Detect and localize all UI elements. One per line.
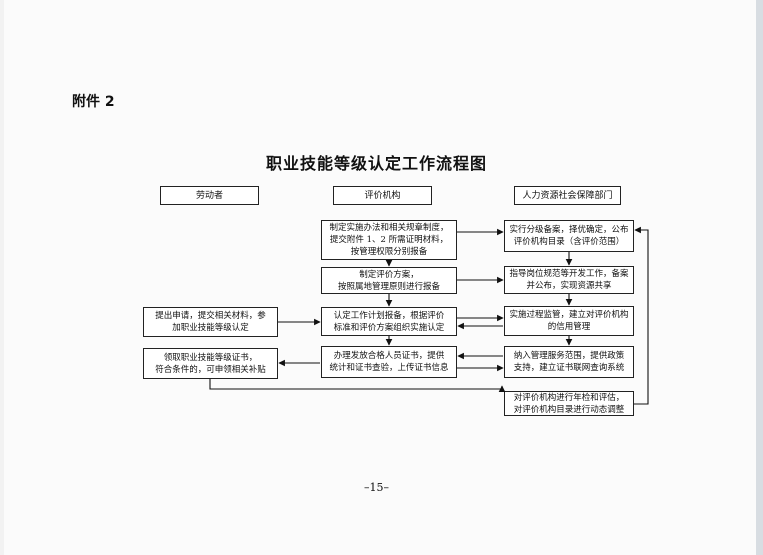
hr-step-5: 对评价机构进行年检和评估， 对评价机构目录进行动态调整 (504, 391, 634, 416)
page-title: 职业技能等级认定工作流程图 (265, 154, 487, 173)
worker-step-1: 提出申请，提交相关材料，参 加职业技能等级认定 (143, 307, 278, 337)
evaluator-step-4: 办理发放合格人员证书，提供 统计和证书查验，上传证书信息 (321, 346, 457, 378)
worker-step-2: 领取职业技能等级证书， 符合条件的，可申领相关补贴 (143, 348, 278, 379)
arrow-worker-to-hr5 (209, 379, 506, 392)
arrow-hr5-feedback (634, 226, 649, 405)
evaluator-step-2: 制定评价方案， 按照属地管理原则进行报备 (321, 267, 457, 294)
column-header-hr-department: 人力资源社会保障部门 (514, 186, 621, 205)
hr-step-3: 实施过程监管，建立对评价机构 的信用管理 (504, 306, 634, 336)
column-header-evaluator: 评价机构 (333, 186, 432, 205)
attachment-label: 附件 2 (72, 94, 115, 110)
hr-step-2: 指导岗位规范等开发工作，备案 并公布，实现资源共享 (504, 266, 634, 294)
viewer-edge (756, 0, 763, 555)
hr-step-1: 实行分级备案，择优确定，公布 评价机构目录（含评价范围） (504, 220, 634, 252)
column-header-worker: 劳动者 (160, 186, 259, 205)
hr-step-4: 纳入管理服务范围，提供政策 支持，建立证书联网查询系统 (504, 346, 634, 378)
evaluator-step-1: 制定实施办法和相关规章制度， 提交附件 1、2 所需证明材料， 按管理权限分别报… (321, 220, 457, 260)
evaluator-step-3: 认定工作计划报备，根据评价 标准和评价方案组织实施认定 (321, 307, 457, 336)
page-number: –15– (364, 481, 389, 494)
